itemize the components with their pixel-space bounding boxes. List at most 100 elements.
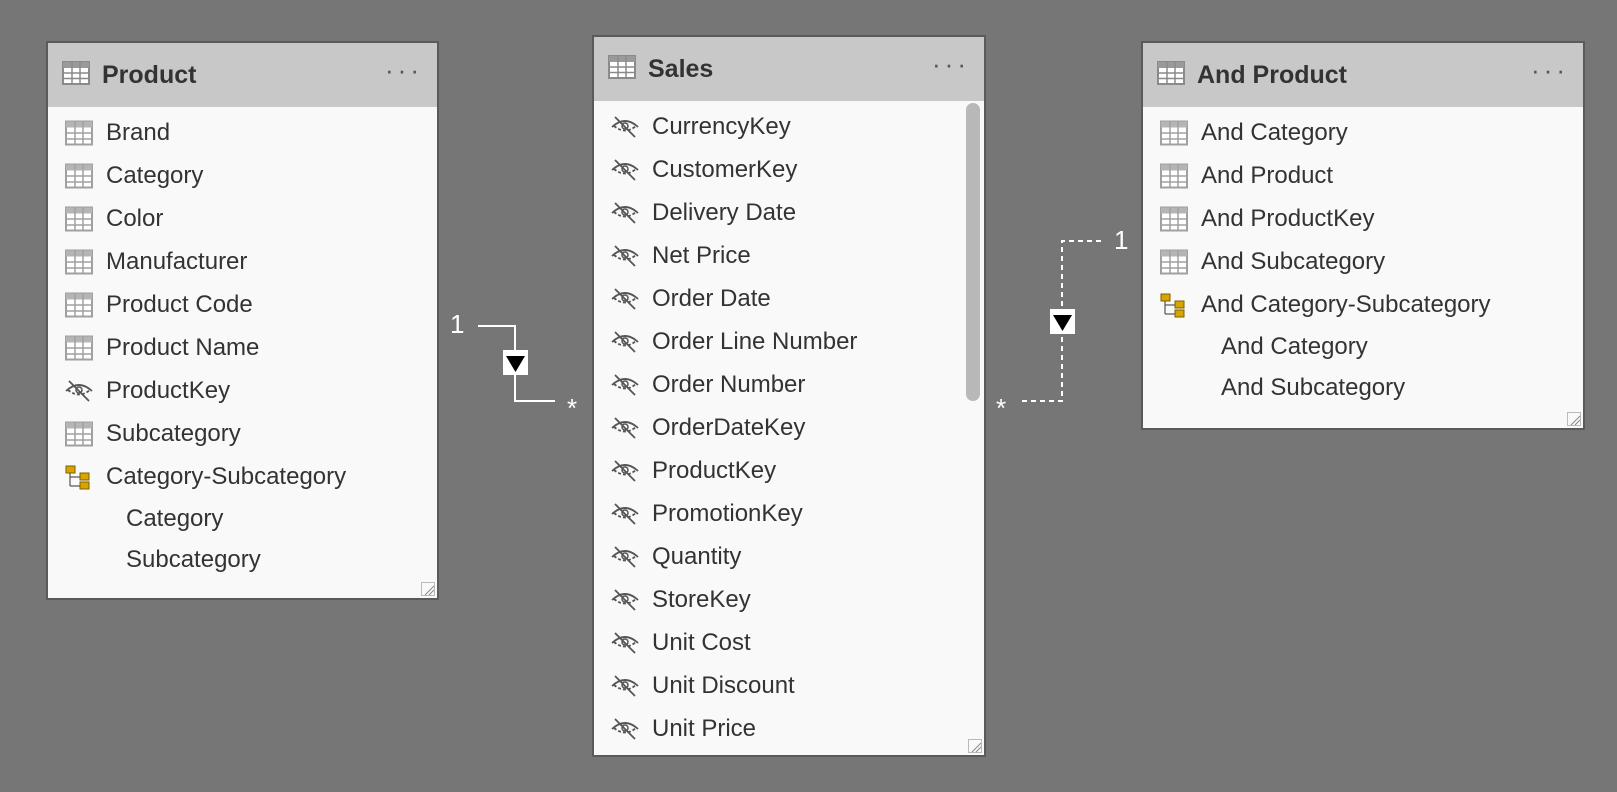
table-title: Sales: [648, 54, 714, 83]
field-storekey[interactable]: StoreKey: [594, 578, 984, 621]
table-icon: [62, 60, 90, 90]
field-label: Subcategory: [106, 419, 241, 447]
field-quantity[interactable]: Quantity: [594, 535, 984, 578]
hierarchy-icon: [64, 464, 94, 490]
table-icon: [1157, 60, 1185, 90]
field-order-number[interactable]: Order Number: [594, 363, 984, 406]
field-label: Category-Subcategory: [106, 462, 347, 490]
more-options-icon[interactable]: ···: [932, 49, 970, 79]
field-label: Net Price: [652, 241, 751, 269]
field-orderdatekey[interactable]: OrderDateKey: [594, 406, 984, 449]
hidden-eye-icon: [610, 630, 640, 656]
field-product-code[interactable]: Product Code: [48, 283, 437, 326]
resize-grip-icon[interactable]: [968, 739, 982, 753]
field-label: And Subcategory: [1221, 373, 1406, 401]
field-unit-price[interactable]: Unit Price: [594, 707, 984, 750]
field-label: Quantity: [652, 542, 742, 570]
field-subcategory[interactable]: Subcategory: [48, 412, 437, 455]
field-and-subcategory[interactable]: And Subcategory: [1143, 367, 1583, 408]
field-subcategory[interactable]: Subcategory: [48, 539, 437, 580]
field-label: And Subcategory: [1201, 247, 1386, 275]
field-label: Order Line Number: [652, 327, 858, 355]
relationship-many-label: *: [996, 393, 1007, 423]
column-icon: [64, 421, 94, 447]
hidden-eye-icon: [64, 378, 94, 404]
field-and-category[interactable]: And Category: [1143, 111, 1583, 154]
field-label: ProductKey: [652, 456, 777, 484]
field-productkey[interactable]: ProductKey: [48, 369, 437, 412]
field-label: ProductKey: [106, 376, 231, 404]
hidden-eye-icon: [610, 329, 640, 355]
more-options-icon[interactable]: ···: [385, 55, 423, 85]
field-label: And ProductKey: [1201, 204, 1375, 232]
field-label: StoreKey: [652, 585, 751, 613]
hidden-eye-icon: [610, 157, 640, 183]
hidden-eye-icon: [610, 415, 640, 441]
field-and-category-subcategory[interactable]: And Category-Subcategory: [1143, 283, 1583, 326]
hidden-eye-icon: [610, 200, 640, 226]
field-currencykey[interactable]: CurrencyKey: [594, 105, 984, 148]
table-header[interactable]: Sales ···: [594, 37, 984, 101]
field-label: And Category: [1201, 118, 1348, 146]
relationship-one-label: 1: [450, 309, 465, 339]
field-category[interactable]: Category: [48, 498, 437, 539]
column-icon: [1159, 120, 1189, 146]
filter-direction-arrow-icon: [1053, 315, 1072, 331]
column-icon: [64, 206, 94, 232]
field-productkey[interactable]: ProductKey: [594, 449, 984, 492]
table-header[interactable]: And Product ···: [1143, 43, 1583, 107]
field-label: Color: [106, 204, 164, 232]
field-net-price[interactable]: Net Price: [594, 234, 984, 277]
field-label: OrderDateKey: [652, 413, 806, 441]
field-label: Brand: [106, 118, 171, 146]
field-label: Delivery Date: [652, 198, 797, 226]
hidden-eye-icon: [610, 587, 640, 613]
hidden-eye-icon: [610, 114, 640, 140]
more-options-icon[interactable]: ···: [1531, 55, 1569, 85]
field-delivery-date[interactable]: Delivery Date: [594, 191, 984, 234]
field-and-productkey[interactable]: And ProductKey: [1143, 197, 1583, 240]
scrollbar[interactable]: [966, 103, 980, 401]
hidden-eye-icon: [610, 716, 640, 742]
field-and-subcategory[interactable]: And Subcategory: [1143, 240, 1583, 283]
field-customerkey[interactable]: CustomerKey: [594, 148, 984, 191]
field-color[interactable]: Color: [48, 197, 437, 240]
field-label: Unit Discount: [652, 671, 795, 699]
field-manufacturer[interactable]: Manufacturer: [48, 240, 437, 283]
table-icon: [608, 54, 636, 84]
hierarchy-icon: [1159, 292, 1189, 318]
relationship-many-label: *: [567, 393, 578, 423]
resize-grip-icon[interactable]: [421, 582, 435, 596]
field-product-name[interactable]: Product Name: [48, 326, 437, 369]
column-icon: [1159, 163, 1189, 189]
field-label: Product Code: [106, 290, 253, 318]
resize-grip-icon[interactable]: [1567, 412, 1581, 426]
field-label: Product Name: [106, 333, 260, 361]
field-unit-discount[interactable]: Unit Discount: [594, 664, 984, 707]
hidden-eye-icon: [610, 243, 640, 269]
field-promotionkey[interactable]: PromotionKey: [594, 492, 984, 535]
hidden-eye-icon: [610, 544, 640, 570]
field-label: PromotionKey: [652, 499, 803, 527]
field-unit-cost[interactable]: Unit Cost: [594, 621, 984, 664]
relationship-product-sales[interactable]: [478, 325, 555, 402]
relationship-and-product-sales[interactable]: [1022, 240, 1103, 402]
field-label: Unit Price: [652, 714, 757, 742]
field-and-category[interactable]: And Category: [1143, 326, 1583, 367]
field-brand[interactable]: Brand: [48, 111, 437, 154]
field-and-product[interactable]: And Product: [1143, 154, 1583, 197]
hidden-eye-icon: [610, 372, 640, 398]
table-title: And Product: [1197, 60, 1347, 89]
table-header[interactable]: Product ···: [48, 43, 437, 107]
field-order-line-number[interactable]: Order Line Number: [594, 320, 984, 363]
field-label: And Category-Subcategory: [1201, 290, 1491, 318]
column-icon: [64, 163, 94, 189]
field-order-date[interactable]: Order Date: [594, 277, 984, 320]
field-category-subcategory[interactable]: Category-Subcategory: [48, 455, 437, 498]
field-category[interactable]: Category: [48, 154, 437, 197]
